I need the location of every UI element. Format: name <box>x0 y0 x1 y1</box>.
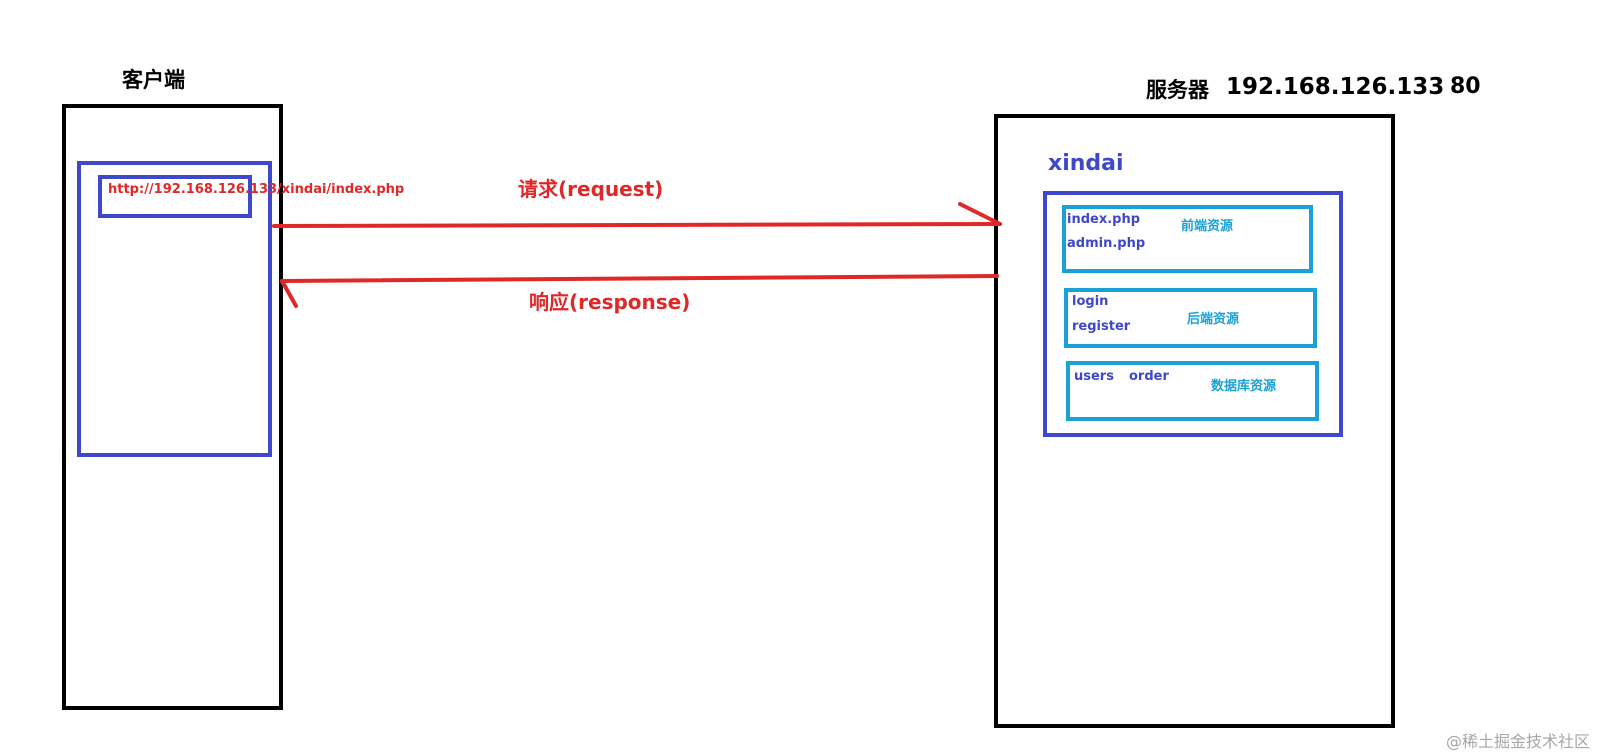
backend-box <box>1064 288 1317 348</box>
xindai-box <box>1043 191 1343 437</box>
frontend-box <box>1062 205 1313 273</box>
client-box <box>62 104 283 710</box>
frontend-file-index: index.php <box>1067 212 1141 227</box>
backend-label: 后端资源 <box>1187 312 1240 327</box>
backend-item-login: login <box>1072 294 1109 309</box>
client-browser-box <box>77 161 272 457</box>
watermark-text: @稀土掘金技术社区 <box>1446 732 1591 751</box>
xindai-label: xindai <box>1048 151 1124 176</box>
response-label: 响应(response) <box>529 290 691 314</box>
database-label: 数据库资源 <box>1211 379 1277 394</box>
client-url-box <box>98 175 252 218</box>
database-box <box>1066 361 1319 421</box>
client-title: 客户端 <box>122 68 185 92</box>
response-arrow-line <box>280 274 999 283</box>
server-ip: 192.168.126.133 <box>1226 74 1445 100</box>
client-url-text: http://192.168.126.133/xindai/index.php <box>108 182 405 197</box>
database-item-order: order <box>1129 369 1169 384</box>
server-box <box>994 114 1395 728</box>
backend-item-register: register <box>1072 319 1131 334</box>
server-title: 服务器 <box>1146 78 1209 102</box>
request-arrow-line <box>272 222 1002 228</box>
frontend-file-admin: admin.php <box>1067 236 1146 251</box>
request-label: 请求(request) <box>518 177 664 201</box>
frontend-label: 前端资源 <box>1181 219 1234 234</box>
server-port: 80 <box>1450 74 1481 99</box>
response-arrow-head <box>280 279 298 308</box>
database-item-users: users <box>1074 369 1114 384</box>
